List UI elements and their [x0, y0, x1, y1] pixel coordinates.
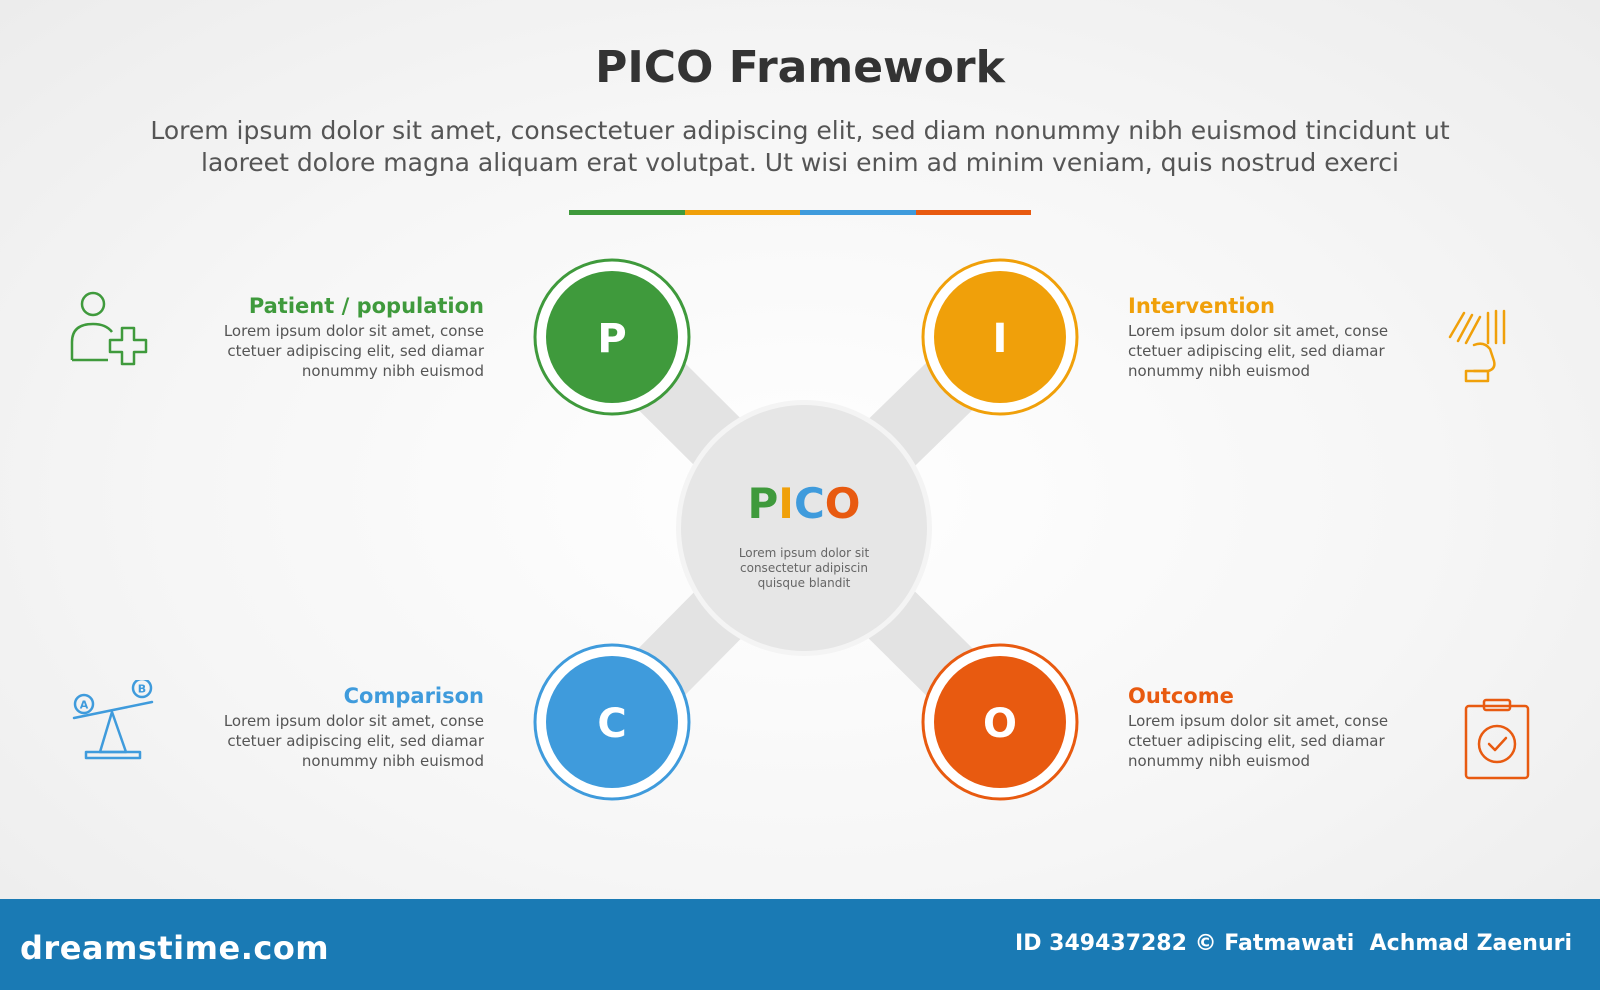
outcome-body: Lorem ipsum dolor sit amet, conse ctetue…	[1128, 711, 1428, 771]
comparison-line-3: nonummy nibh euismod	[301, 752, 484, 770]
hub-text-1: Lorem ipsum dolor sit	[739, 546, 870, 560]
patient-body: Lorem ipsum dolor sit amet, conse ctetue…	[184, 321, 484, 381]
page-subtitle: Lorem ipsum dolor sit amet, consectetuer…	[110, 115, 1490, 179]
node-p-letter: P	[597, 316, 626, 362]
svg-text:B: B	[138, 683, 146, 696]
comparison-line-2: ctetuer adipiscing elit, sed diamar	[227, 732, 484, 750]
node-c-fill	[546, 656, 678, 788]
node-i: I	[921, 258, 1079, 416]
patient-add-icon	[70, 291, 148, 366]
node-o-fill	[934, 656, 1066, 788]
intervention-line-3: nonummy nibh euismod	[1128, 362, 1311, 380]
section-intervention: Intervention Lorem ipsum dolor sit amet,…	[1128, 293, 1428, 381]
pico-diagram: PICO Lorem ipsum dolor sit consectetur a…	[533, 258, 1079, 801]
hub-circle	[681, 405, 927, 651]
color-divider	[569, 210, 1031, 215]
patient-line-3: nonummy nibh euismod	[301, 362, 484, 380]
intervention-line-1: Lorem ipsum dolor sit amet, conse	[1128, 322, 1389, 340]
footer-brand[interactable]: dreamstime.com	[20, 929, 330, 967]
divider-green	[569, 210, 685, 215]
section-patient: Patient / population Lorem ipsum dolor s…	[184, 293, 484, 381]
hub-letter-o: O	[825, 479, 861, 528]
intervention-heading: Intervention	[1128, 294, 1275, 318]
subtitle-line-2: laoreet dolore magna aliquam erat volutp…	[201, 148, 1399, 177]
comparison-body: Lorem ipsum dolor sit amet, conse ctetue…	[184, 711, 484, 771]
hand-stack-icon	[1448, 309, 1506, 383]
divider-orange	[684, 210, 800, 215]
node-p-fill	[546, 271, 678, 403]
patient-line-2: ctetuer adipiscing elit, sed diamar	[227, 342, 484, 360]
divider-red	[915, 210, 1031, 215]
patient-line-1: Lorem ipsum dolor sit amet, conse	[223, 322, 484, 340]
divider-blue	[800, 210, 916, 215]
section-comparison: Comparison Lorem ipsum dolor sit amet, c…	[184, 683, 484, 771]
node-o-letter: O	[983, 701, 1017, 747]
footer-bar: dreamstime.com ID 349437282 © Fatmawati …	[0, 899, 1600, 990]
node-c-letter: C	[597, 701, 626, 747]
intervention-line-2: ctetuer adipiscing elit, sed diamar	[1128, 342, 1385, 360]
clipboard-check-icon	[1464, 698, 1530, 780]
hub-letter-i: I	[778, 479, 794, 528]
outcome-heading: Outcome	[1128, 684, 1234, 708]
node-i-fill	[934, 271, 1066, 403]
hub-title: PICO	[748, 479, 861, 528]
node-c: C	[533, 643, 691, 801]
seesaw-ab-icon: A B	[72, 680, 154, 760]
section-outcome: Outcome Lorem ipsum dolor sit amet, cons…	[1128, 683, 1428, 771]
outcome-line-1: Lorem ipsum dolor sit amet, conse	[1128, 712, 1389, 730]
comparison-line-1: Lorem ipsum dolor sit amet, conse	[223, 712, 484, 730]
svg-text:A: A	[80, 699, 89, 712]
patient-heading: Patient / population	[248, 294, 484, 318]
subtitle-line-1: Lorem ipsum dolor sit amet, consectetuer…	[150, 116, 1450, 145]
node-o: O	[921, 643, 1079, 801]
hub-text-3: quisque blandit	[758, 576, 851, 590]
outcome-line-2: ctetuer adipiscing elit, sed diamar	[1128, 732, 1385, 750]
hub-letter-c: C	[794, 479, 825, 528]
comparison-heading: Comparison	[343, 684, 484, 708]
hub-letter-p: P	[748, 479, 779, 528]
intervention-body: Lorem ipsum dolor sit amet, conse ctetue…	[1128, 321, 1428, 381]
node-i-letter: I	[993, 316, 1008, 362]
outcome-line-3: nonummy nibh euismod	[1128, 752, 1311, 770]
page-title: PICO Framework	[595, 42, 1005, 93]
footer-credit: ID 349437282 © Fatmawati Achmad Zaenuri	[1015, 931, 1572, 956]
node-p: P	[533, 258, 691, 416]
hub-text-2: consectetur adipiscin	[740, 561, 868, 575]
